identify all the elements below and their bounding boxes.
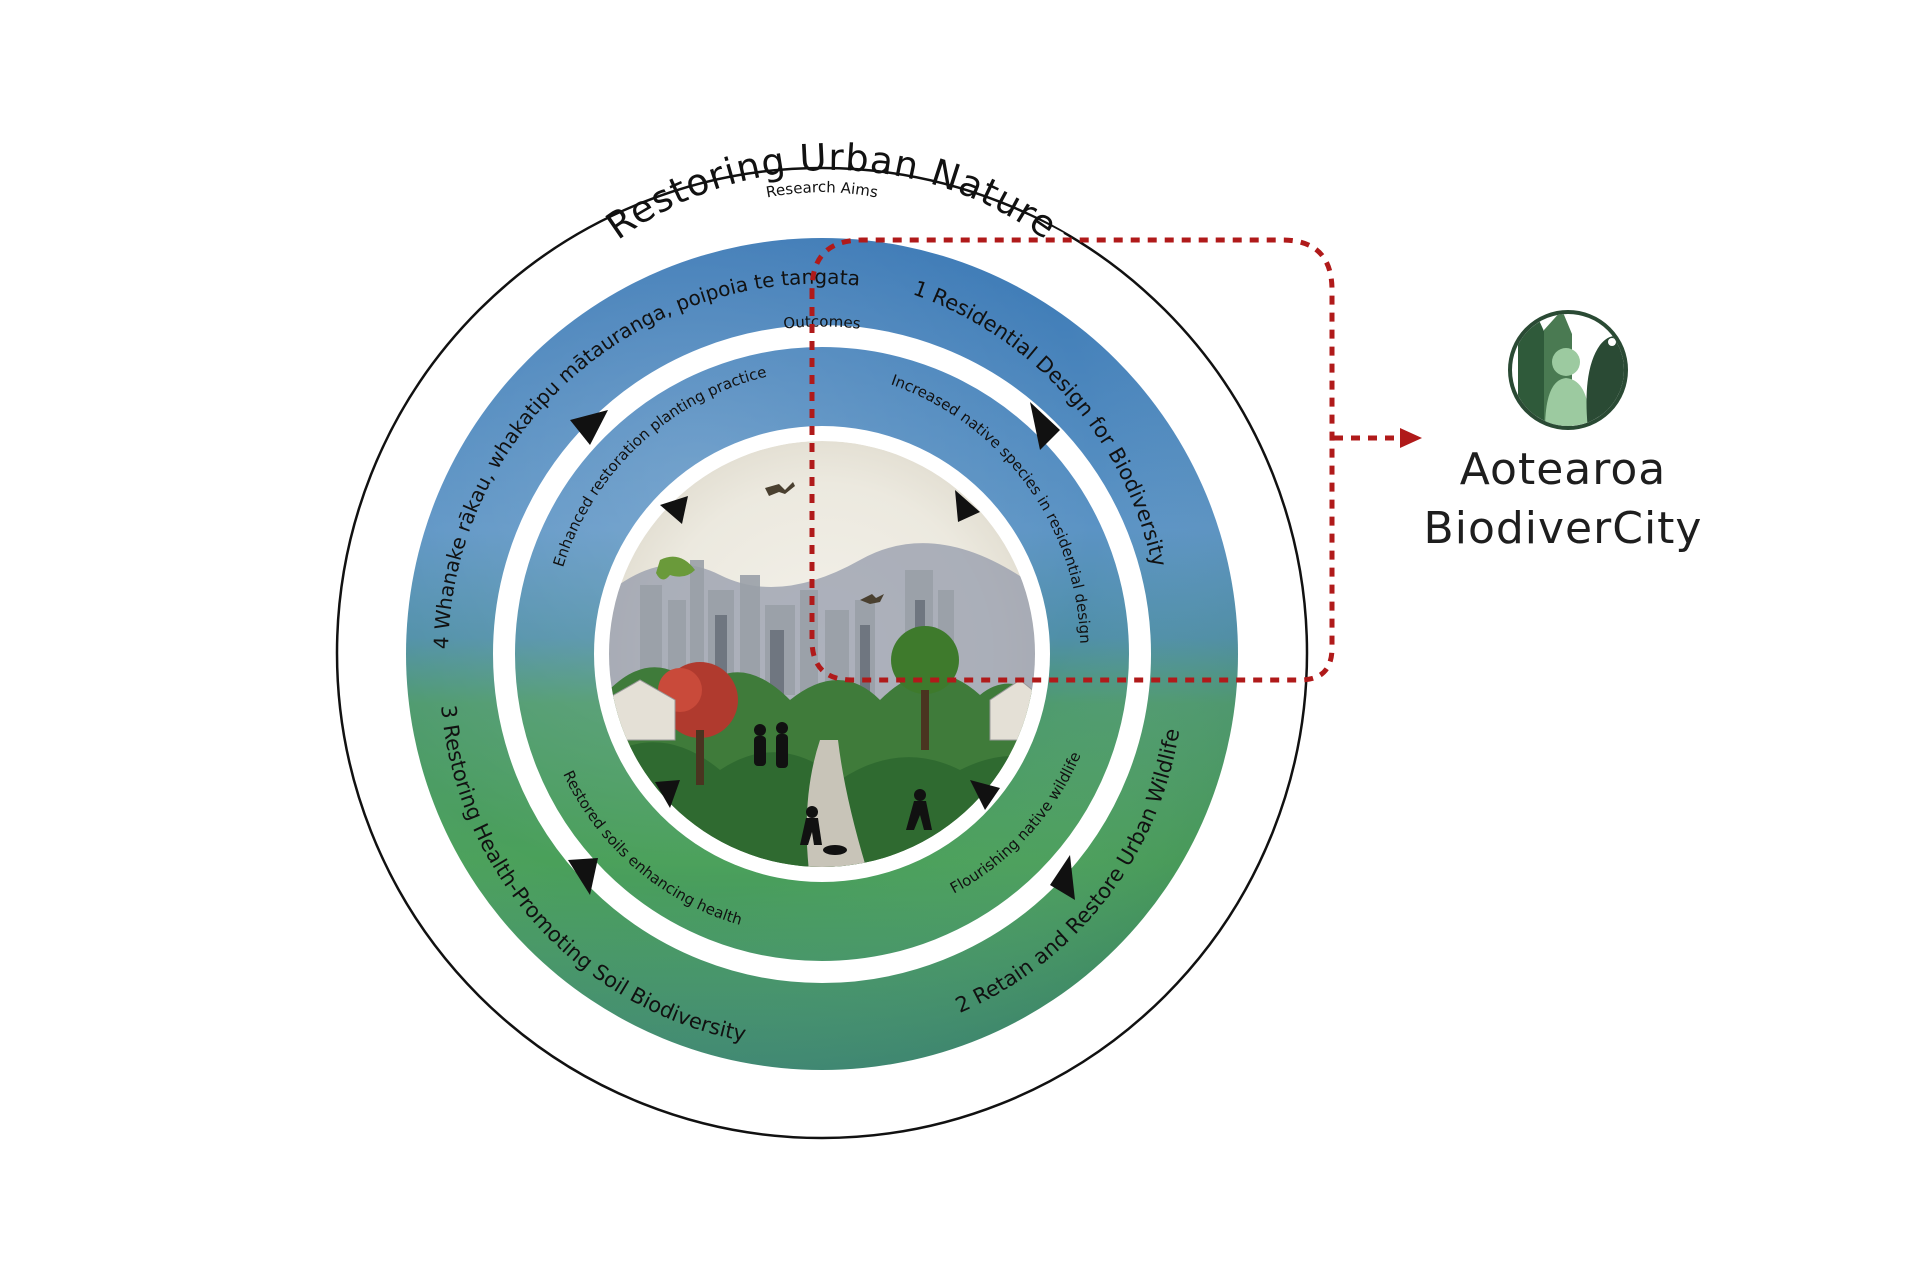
outer-boundary-circle	[335, 166, 1309, 1140]
outcomes-label: Outcomes	[783, 312, 862, 332]
triangle-arrow-icon	[660, 496, 688, 524]
dashed-focus-outline	[809, 237, 1335, 683]
outcomes-ring-arrows	[655, 490, 1000, 810]
aims-ring-arrows	[568, 402, 1075, 900]
triangle-arrow-icon	[570, 410, 608, 445]
research-aims-label: Research Aims	[765, 178, 880, 201]
triangle-arrow-icon	[955, 490, 980, 522]
dashed-arrow	[1334, 428, 1422, 448]
triangle-arrow-icon	[1030, 402, 1060, 450]
brand-line-2: BiodiverCity	[1424, 503, 1703, 554]
separator-ring	[493, 325, 1151, 983]
triangle-arrow-icon	[568, 858, 598, 895]
title-gap	[580, 172, 1064, 252]
arrow-head-icon	[1400, 428, 1422, 448]
triangle-arrow-icon	[1050, 855, 1075, 900]
triangle-arrow-icon	[970, 780, 1000, 810]
urban-nature-illustration	[609, 441, 1035, 867]
leaf-person-kiwi-logo-icon	[1508, 310, 1628, 430]
brand-line-1: Aotearoa	[1460, 444, 1667, 495]
triangle-arrow-icon	[655, 780, 680, 808]
